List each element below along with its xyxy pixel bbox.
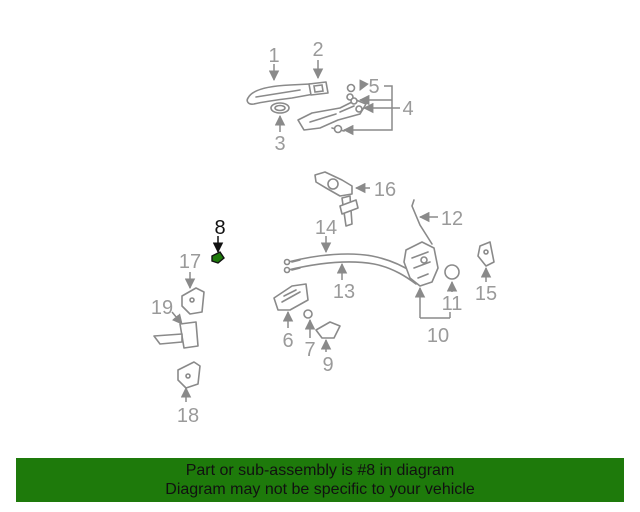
callout-10: 10 bbox=[427, 325, 449, 347]
part-16-lock-cylinder bbox=[314, 171, 359, 227]
part-17-hinge bbox=[181, 287, 205, 315]
part-11-grommet bbox=[444, 264, 460, 280]
callout-1: 1 bbox=[268, 45, 279, 67]
callout-8: 8 bbox=[214, 217, 225, 239]
callout-11: 11 bbox=[442, 293, 463, 315]
banner-line-2: Diagram may not be specific to your vehi… bbox=[165, 481, 475, 498]
part-18-lower-hinge bbox=[177, 361, 201, 389]
part-7-screw bbox=[303, 309, 313, 319]
part-1-outside-handle bbox=[246, 83, 317, 105]
callout-18: 18 bbox=[177, 405, 199, 427]
callout-9: 9 bbox=[322, 354, 333, 376]
callout-labels: 1 2 3 4 5 6 7 8 9 10 11 12 13 14 15 16 1… bbox=[151, 39, 497, 427]
part-3-pad bbox=[270, 102, 290, 114]
callout-17: 17 bbox=[179, 251, 201, 273]
leader-lines bbox=[171, 60, 492, 402]
part-12-rod bbox=[411, 199, 433, 245]
callout-12: 12 bbox=[441, 208, 463, 230]
callout-2: 2 bbox=[312, 39, 323, 61]
callout-14: 14 bbox=[315, 217, 337, 239]
callout-3: 3 bbox=[274, 133, 285, 155]
part-15-plate bbox=[477, 241, 495, 267]
callout-7: 7 bbox=[304, 339, 315, 361]
callout-13: 13 bbox=[333, 281, 355, 303]
callout-15: 15 bbox=[475, 283, 497, 305]
part-8-clip bbox=[211, 251, 225, 264]
part-6-inside-handle bbox=[273, 283, 309, 311]
callout-19: 19 bbox=[151, 297, 173, 319]
part-9-bracket bbox=[315, 321, 341, 339]
part-5-screws bbox=[331, 83, 363, 134]
part-4-handle-frame bbox=[297, 93, 367, 131]
part-19-checker bbox=[153, 321, 199, 349]
callout-16: 16 bbox=[374, 179, 396, 201]
callout-6: 6 bbox=[282, 330, 293, 352]
part-14-13-cables bbox=[283, 253, 417, 285]
callout-4: 4 bbox=[402, 98, 413, 120]
banner-line-1: Part or sub-assembly is #8 in diagram bbox=[185, 462, 455, 479]
callout-5: 5 bbox=[368, 76, 379, 98]
part-2-handle-cap bbox=[308, 81, 329, 96]
info-banner: Part or sub-assembly is #8 in diagram Di… bbox=[16, 458, 624, 502]
part-10-lock-assembly bbox=[403, 241, 439, 287]
